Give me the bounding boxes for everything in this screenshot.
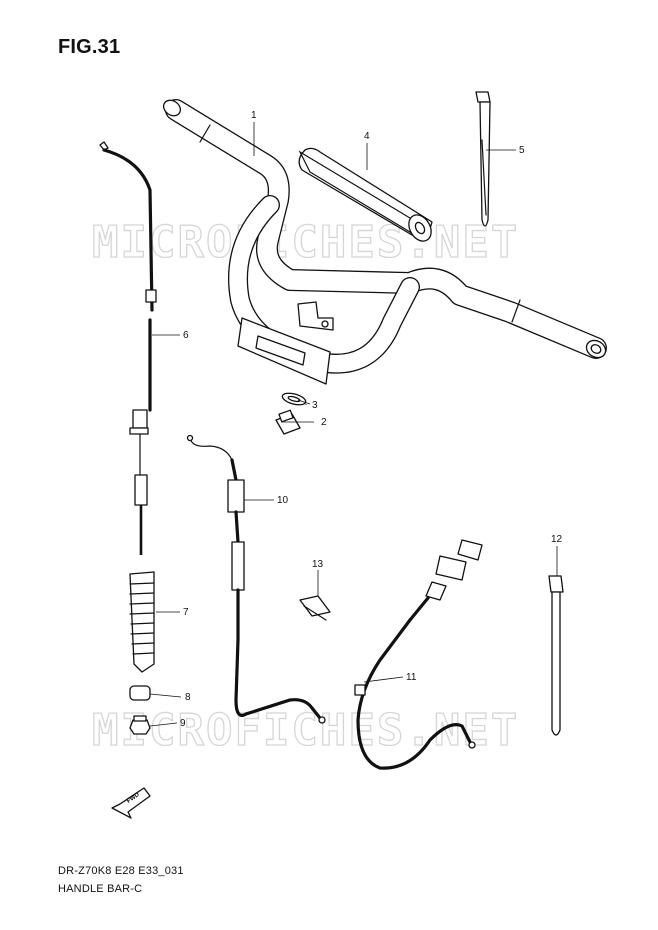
callout-12: 12 xyxy=(551,534,563,545)
callout-3: 3 xyxy=(312,400,318,411)
diagram-code: DR-Z70K8 E28 E33_031 xyxy=(58,865,184,877)
callout-1: 1 xyxy=(251,110,257,121)
handle-bar xyxy=(162,99,607,385)
boot-7 xyxy=(129,571,155,673)
callout-5: 5 xyxy=(519,145,525,156)
clip-3 xyxy=(281,392,307,406)
callout-7: 7 xyxy=(183,607,189,618)
fwd-arrow-icon: FWD xyxy=(111,787,151,819)
callout-13: 13 xyxy=(312,559,324,570)
watermark-bottom: MICROFICHES.NET xyxy=(92,705,519,756)
callout-10: 10 xyxy=(277,495,289,506)
callout-2: 2 xyxy=(321,417,327,428)
callouts: 1 2 3 4 5 6 7 8 9 10 11 12 xyxy=(149,110,563,729)
callout-9: 9 xyxy=(180,718,186,729)
clamp-13 xyxy=(299,595,331,621)
watermark-top: MICROFICHES.NET xyxy=(92,217,519,268)
callout-8: 8 xyxy=(185,692,191,703)
cable-tie-12 xyxy=(548,575,564,736)
figure-title: FIG.31 xyxy=(58,36,121,58)
cable-tie-5 xyxy=(475,91,491,227)
throttle-cable xyxy=(186,434,326,724)
diagram-name: HANDLE BAR-C xyxy=(58,883,143,895)
bolt-2 xyxy=(275,409,301,435)
cap-8 xyxy=(129,685,151,701)
handle-bar-pad xyxy=(298,147,433,242)
callout-6: 6 xyxy=(183,330,189,341)
callout-11: 11 xyxy=(406,672,417,683)
callout-4: 4 xyxy=(364,131,370,142)
nut-9 xyxy=(129,715,151,735)
starter-cable xyxy=(354,539,483,770)
front-brake-cable xyxy=(99,141,157,555)
